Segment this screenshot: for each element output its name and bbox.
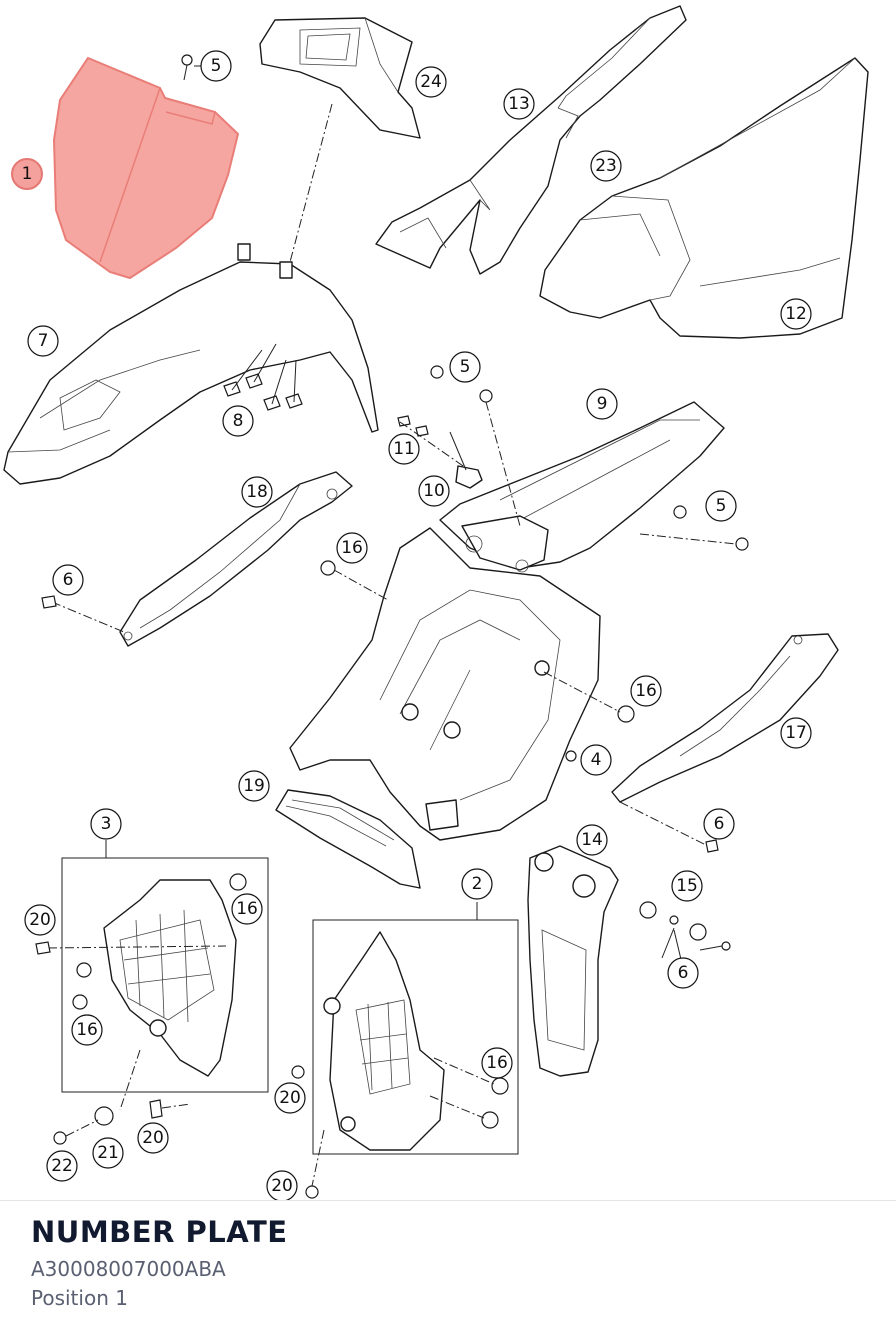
svg-text:15: 15 [676, 876, 698, 896]
callout-13[interactable]: 13 [503, 88, 535, 120]
callout-18[interactable]: 18 [241, 476, 273, 508]
svg-text:10: 10 [423, 481, 445, 501]
svg-text:16: 16 [236, 899, 258, 919]
svg-text:22: 22 [51, 1156, 73, 1176]
svg-text:3: 3 [101, 814, 112, 834]
callout-23[interactable]: 23 [590, 150, 622, 182]
part-24[interactable] [259, 17, 421, 139]
callout-16[interactable]: 16 [481, 1047, 513, 1079]
part-12[interactable] [539, 57, 869, 339]
part-7[interactable] [3, 243, 379, 485]
callout-12[interactable]: 12 [780, 298, 812, 330]
callout-3[interactable]: 3 [90, 808, 122, 840]
svg-text:16: 16 [76, 1020, 98, 1040]
svg-text:21: 21 [97, 1143, 119, 1163]
callout-19[interactable]: 19 [238, 770, 270, 802]
svg-text:5: 5 [460, 357, 471, 377]
callout-5[interactable]: 5 [200, 50, 232, 82]
callout-10[interactable]: 10 [418, 475, 450, 507]
callout-7[interactable]: 7 [27, 325, 59, 357]
part-1-number-plate[interactable] [52, 56, 240, 280]
exploded-parts-diagram: 1 5 24 13 23 12 7 8 5 9 11 10 5 18 16 6 … [3, 5, 869, 1200]
callout-6[interactable]: 6 [703, 808, 735, 840]
svg-text:4: 4 [591, 750, 602, 770]
callout-14[interactable]: 14 [576, 824, 608, 856]
svg-text:16: 16 [341, 538, 363, 558]
svg-text:20: 20 [142, 1128, 164, 1148]
callout-9[interactable]: 9 [586, 388, 618, 420]
svg-text:20: 20 [271, 1176, 293, 1196]
callout-11[interactable]: 11 [388, 433, 420, 465]
svg-text:19: 19 [243, 776, 265, 796]
callout-6[interactable]: 6 [667, 957, 699, 989]
callout-16[interactable]: 16 [231, 893, 263, 925]
part-10[interactable] [449, 431, 483, 489]
part-18[interactable] [41, 471, 353, 647]
callout-5[interactable]: 5 [449, 351, 481, 383]
callout-8[interactable]: 8 [222, 405, 254, 437]
part-17[interactable] [611, 633, 839, 853]
part-position: Position 1 [31, 1286, 128, 1310]
part-13[interactable] [375, 5, 687, 275]
svg-text:9: 9 [597, 394, 608, 414]
callout-20[interactable]: 20 [137, 1122, 169, 1154]
part-16-grommets[interactable] [320, 560, 635, 762]
svg-text:6: 6 [714, 814, 725, 834]
svg-text:5: 5 [716, 496, 727, 516]
callout-16[interactable]: 16 [71, 1014, 103, 1046]
svg-text:18: 18 [246, 482, 268, 502]
part-name: NUMBER PLATE [31, 1215, 288, 1249]
part-14[interactable] [527, 845, 619, 1077]
callout-22[interactable]: 22 [46, 1150, 78, 1182]
callout-16[interactable]: 16 [630, 675, 662, 707]
part-number: A30008007000ABA [31, 1257, 226, 1281]
group-2 [291, 902, 519, 1199]
part-19-lower[interactable] [275, 789, 421, 889]
part-15-grommets[interactable] [639, 901, 731, 951]
svg-text:6: 6 [63, 570, 74, 590]
svg-text:16: 16 [635, 681, 657, 701]
callout-24[interactable]: 24 [415, 66, 447, 98]
part-5-fasteners[interactable] [181, 54, 749, 551]
part-info-panel: NUMBER PLATE A30008007000ABA Position 1 [0, 1200, 896, 1336]
svg-text:11: 11 [393, 439, 415, 459]
callout-5[interactable]: 5 [705, 490, 737, 522]
callout-20[interactable]: 20 [24, 904, 56, 936]
svg-text:5: 5 [211, 56, 222, 76]
group-3 [35, 840, 269, 1111]
svg-text:7: 7 [38, 331, 49, 351]
part-8-screws[interactable] [223, 343, 303, 411]
part-11-screws[interactable] [397, 415, 429, 437]
svg-text:8: 8 [233, 411, 244, 431]
svg-text:17: 17 [785, 723, 807, 743]
callout-2[interactable]: 2 [461, 868, 493, 900]
svg-text:20: 20 [279, 1088, 301, 1108]
svg-text:16: 16 [486, 1053, 508, 1073]
callout-1[interactable]: 1 [11, 158, 43, 190]
svg-text:12: 12 [785, 304, 807, 324]
callout-4[interactable]: 4 [580, 744, 612, 776]
callout-16[interactable]: 16 [336, 532, 368, 564]
svg-text:20: 20 [29, 910, 51, 930]
svg-text:24: 24 [420, 72, 442, 92]
svg-text:6: 6 [678, 963, 689, 983]
callout-17[interactable]: 17 [780, 717, 812, 749]
svg-text:23: 23 [595, 156, 617, 176]
part-9[interactable] [439, 401, 725, 573]
callout-20[interactable]: 20 [274, 1082, 306, 1114]
callout-21[interactable]: 21 [92, 1137, 124, 1169]
part-19[interactable] [289, 527, 601, 841]
assembly-lines [289, 103, 467, 469]
svg-text:1: 1 [22, 164, 33, 184]
callout-20[interactable]: 20 [266, 1170, 298, 1200]
svg-text:2: 2 [472, 874, 483, 894]
callout-15[interactable]: 15 [671, 870, 703, 902]
parts-20-21-22[interactable] [53, 1099, 191, 1145]
svg-text:14: 14 [581, 830, 603, 850]
svg-text:13: 13 [508, 94, 530, 114]
callout-6[interactable]: 6 [52, 564, 84, 596]
